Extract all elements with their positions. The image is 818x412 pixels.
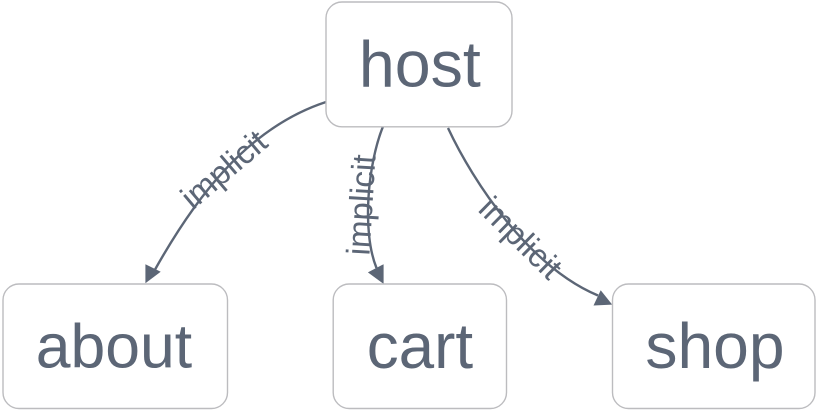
svg-text:about: about [36,312,192,382]
svg-text:shop: shop [645,310,784,382]
svg-text:implicit: implicit [472,189,570,286]
svg-text:host: host [359,29,481,101]
svg-text:implicit: implicit [339,153,382,256]
svg-text:cart: cart [367,310,474,382]
svg-text:implicit: implicit [173,122,274,215]
